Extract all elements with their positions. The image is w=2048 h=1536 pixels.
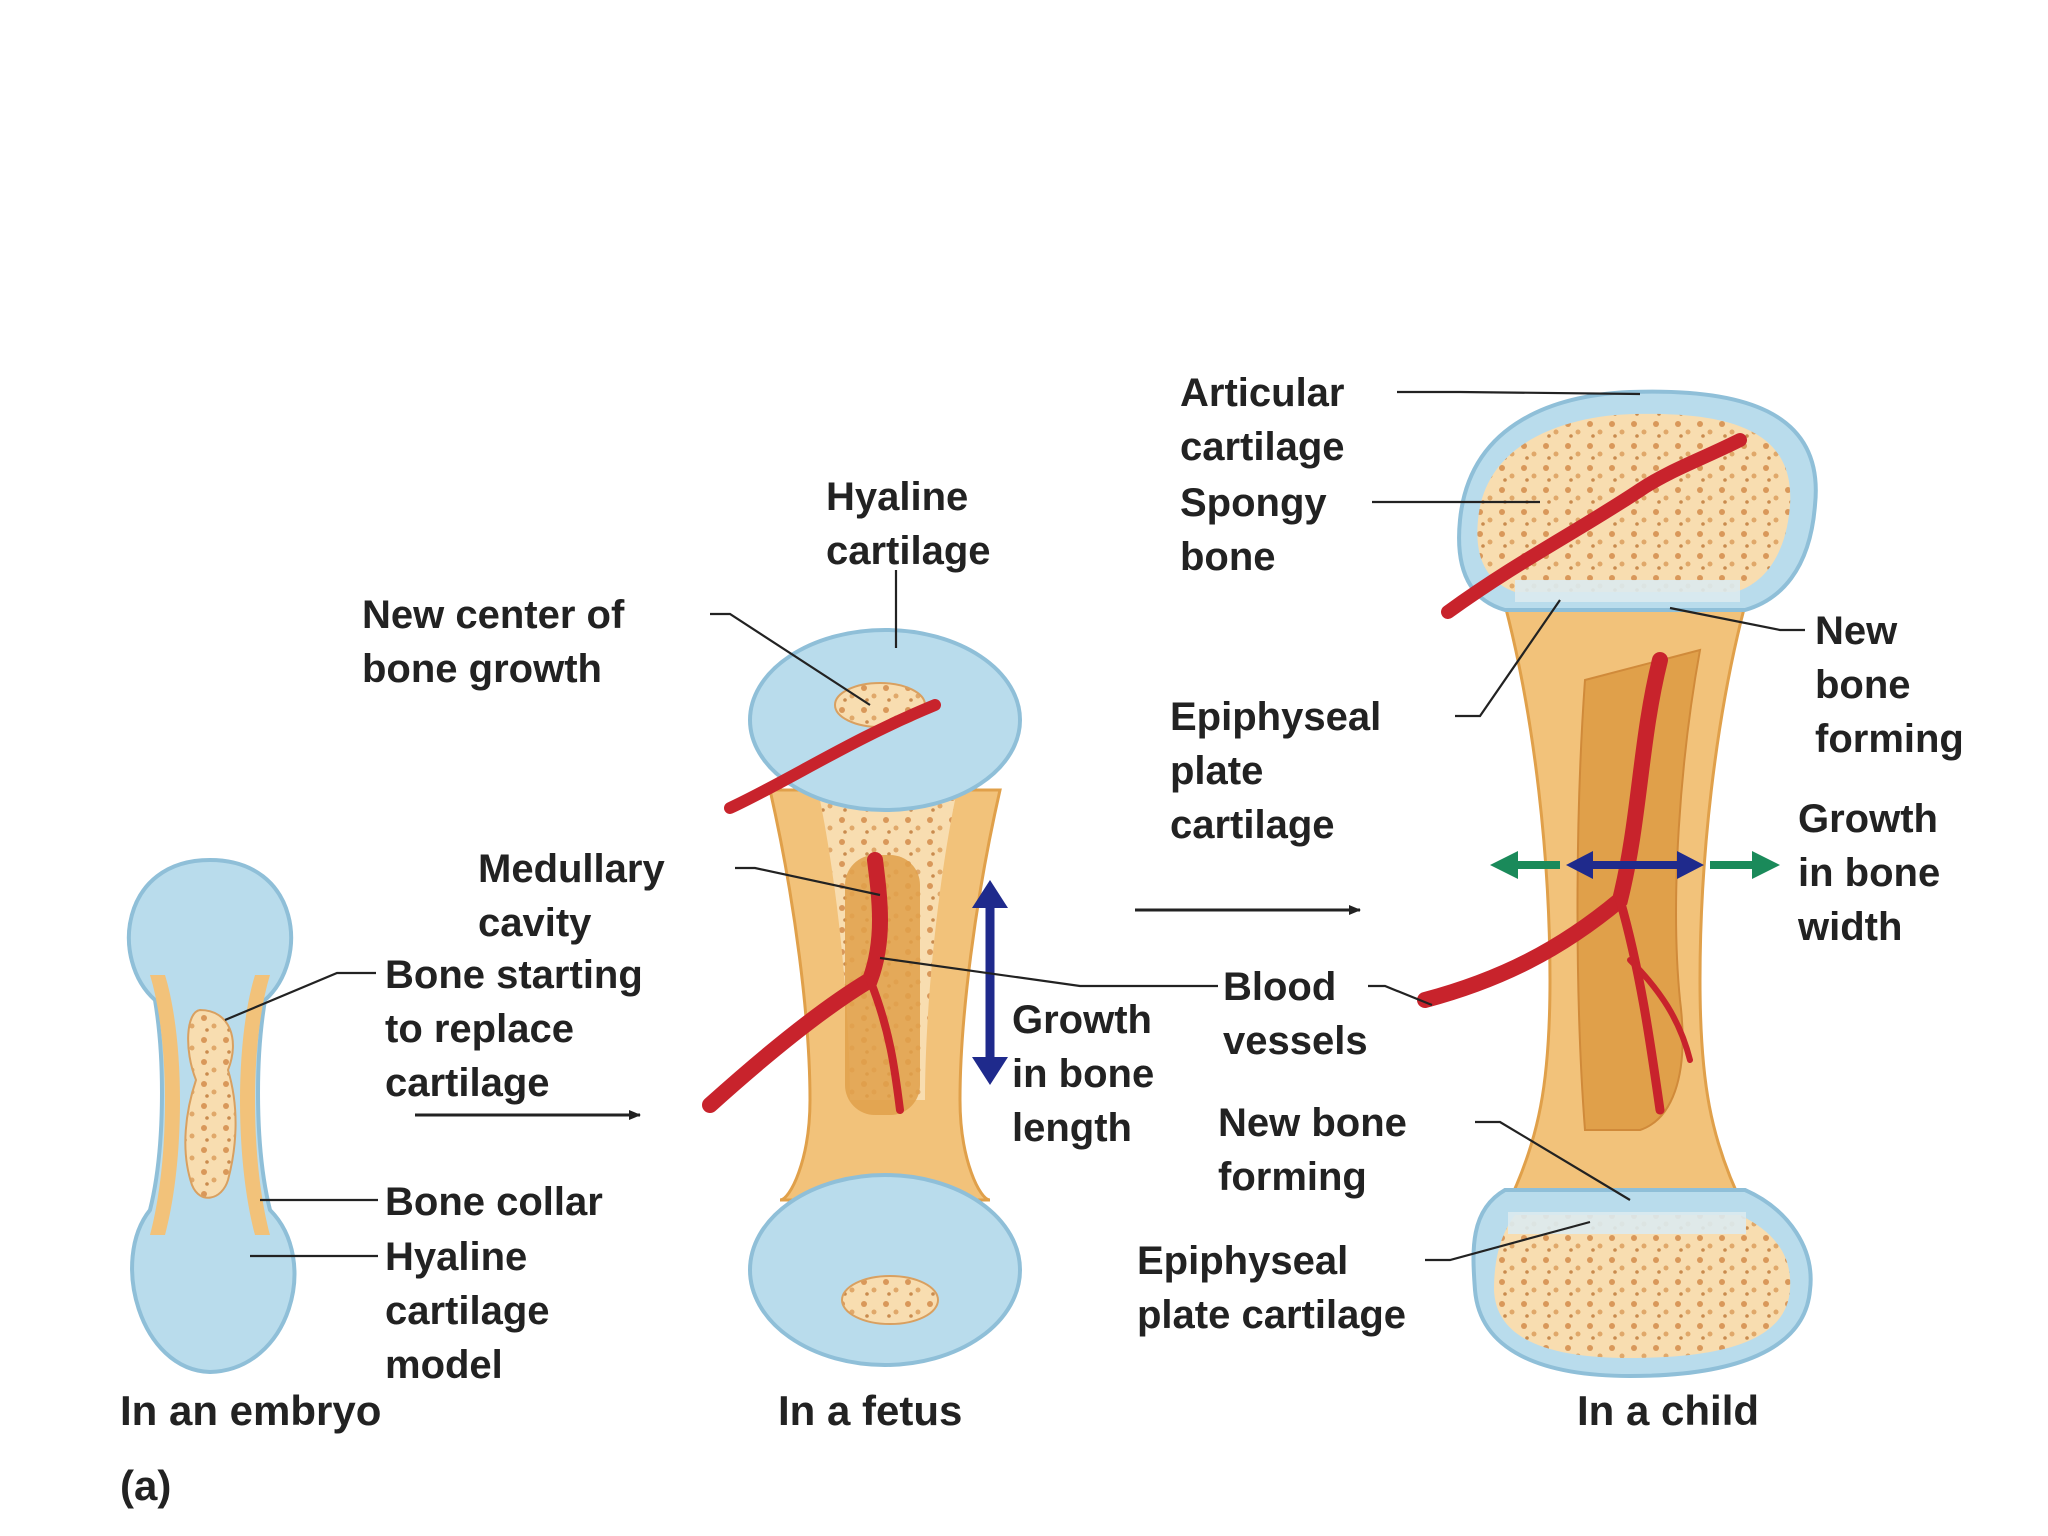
label-new-bone-forming-top: New bone forming xyxy=(1815,609,1964,761)
fetus-blood-vessel-top xyxy=(724,699,941,814)
child-blood-vessel-top xyxy=(1441,433,1747,619)
label-bone-collar: Bone collar xyxy=(385,1180,603,1224)
panel-label: (a) xyxy=(120,1462,171,1509)
child-blood-vessel-branch xyxy=(1615,895,1665,1115)
embryo-bone-collar-left xyxy=(150,975,180,1235)
caption-in-an-embryo: In an embryo xyxy=(120,1387,381,1434)
label-epiphyseal-plate-cartilage-top: Epiphyseal plate cartilage xyxy=(1170,695,1392,847)
leader-new-bone-forming-bottom xyxy=(1475,1120,1631,1201)
leader-epiphyseal-plate-bottom xyxy=(1425,1220,1591,1262)
fetus-bottom-epiphysis xyxy=(748,1173,1022,1367)
label-medullary-cavity: Medullary cavity xyxy=(478,847,676,945)
leader-blood-vessels-fetus xyxy=(879,956,1218,988)
caption-in-a-child: In a child xyxy=(1577,1387,1759,1434)
fetus-new-center-bottom xyxy=(841,1275,939,1325)
label-new-center-of-bone-growth: New center of bone growth xyxy=(362,593,635,691)
fetus-medullary-cavity xyxy=(845,855,920,1115)
label-growth-in-bone-length: Growth in bone length xyxy=(1012,998,1165,1150)
growth-width-inner-arrow xyxy=(1566,851,1704,879)
embryo-bone-starting xyxy=(184,1008,237,1199)
leader-bone-starting xyxy=(224,971,376,1022)
child-top-epiphyseal-plate xyxy=(1515,580,1740,602)
caption-in-a-fetus: In a fetus xyxy=(778,1387,962,1434)
label-growth-in-bone-width: Growth in bone width xyxy=(1797,797,1951,949)
label-hyaline-cartilage-model: Hyaline cartilage model xyxy=(385,1235,561,1387)
label-new-bone-forming-bottom: New bone forming xyxy=(1218,1101,1418,1199)
leader-blood-vessels-child xyxy=(1368,984,1433,1007)
label-articular-cartilage: Articular cartilage xyxy=(1180,371,1356,469)
label-hyaline-cartilage: Hyaline cartilage xyxy=(826,475,991,573)
growth-width-outer-arrow-right xyxy=(1710,851,1780,879)
leader-articular-cartilage xyxy=(1397,390,1641,396)
leader-new-center xyxy=(710,612,871,706)
embryo-bone-collar-right xyxy=(240,975,270,1235)
label-blood-vessels: Blood vessels xyxy=(1223,965,1368,1063)
leader-new-bone-forming-top xyxy=(1669,606,1805,632)
child-bottom-spongy-bone xyxy=(1494,1215,1791,1358)
child-bottom-epiphyseal-plate xyxy=(1508,1212,1746,1234)
leader-medullary-cavity xyxy=(735,866,881,897)
growth-width-outer-arrow-left xyxy=(1490,851,1560,879)
child-blood-vessel-twig xyxy=(1627,957,1693,1063)
fetus-blood-vessel-branch xyxy=(866,976,904,1114)
label-bone-starting: Bone starting to replace cartilage xyxy=(385,953,654,1105)
embryo-model xyxy=(126,857,297,1375)
fetus-bone xyxy=(702,628,1022,1367)
fetus-blood-vessel-main xyxy=(702,852,888,1113)
label-spongy-bone: Spongy bone xyxy=(1180,481,1338,579)
child-bone xyxy=(1417,389,1818,1379)
leader-epiphyseal-plate-top xyxy=(1455,599,1561,718)
growth-length-arrow xyxy=(972,880,1008,1085)
label-epiphyseal-plate-cartilage-bottom: Epiphyseal plate cartilage xyxy=(1137,1239,1406,1337)
